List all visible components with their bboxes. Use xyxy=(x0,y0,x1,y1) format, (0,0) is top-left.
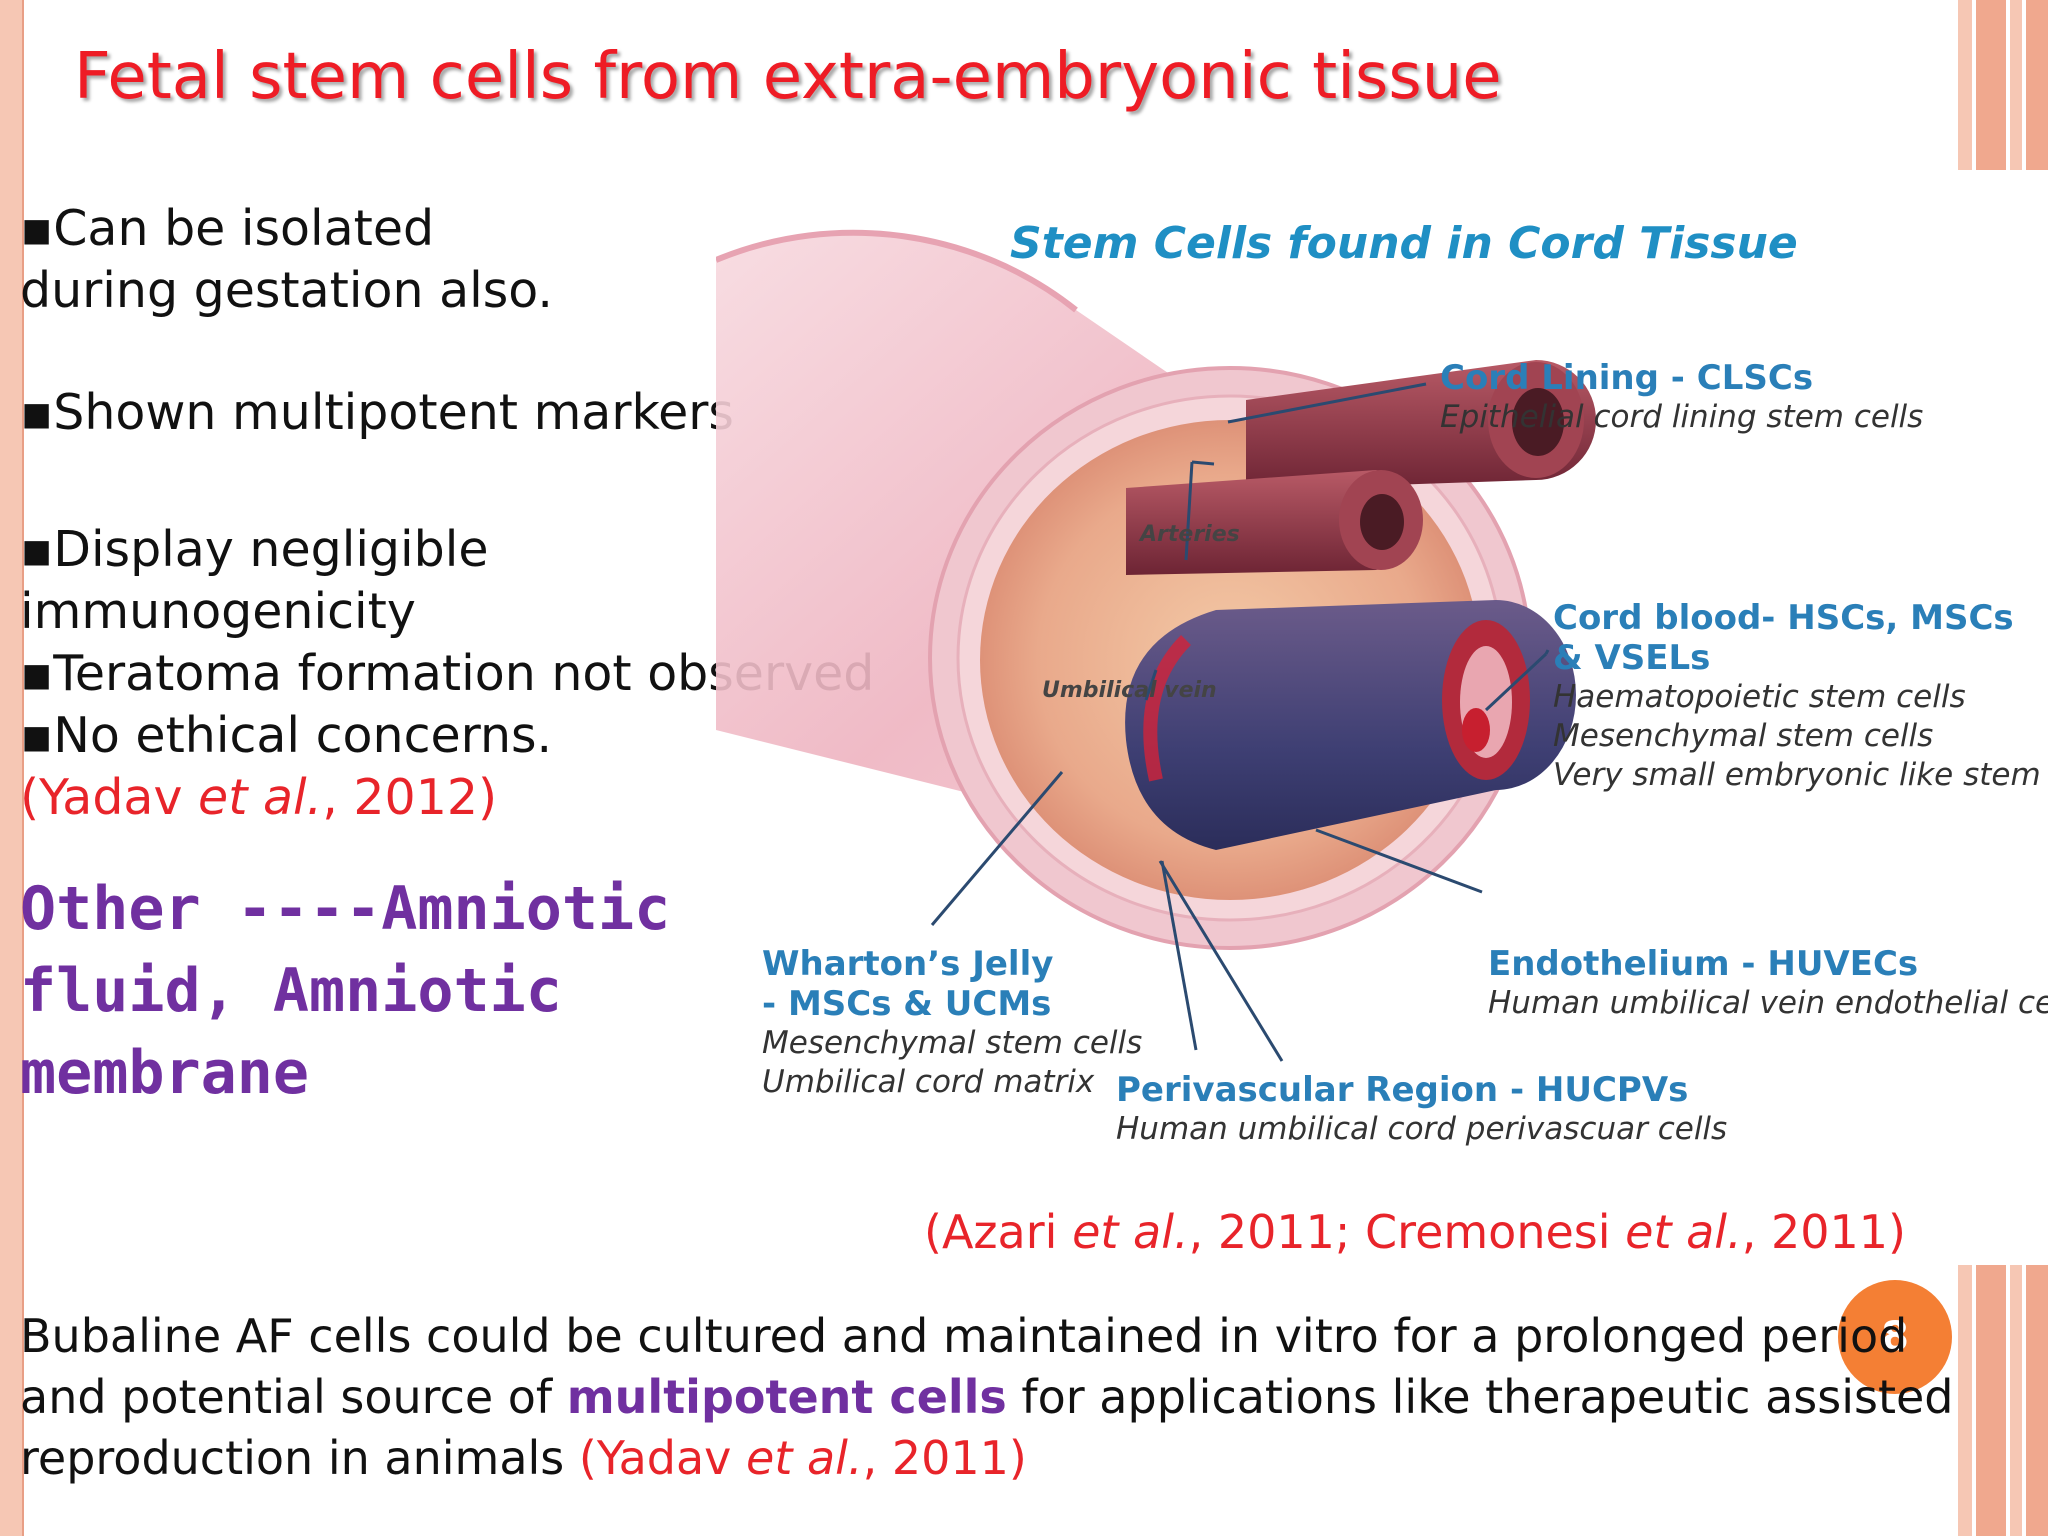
citation-text: , 2011; Cremonesi xyxy=(1188,1205,1626,1259)
citation-etal: et al. xyxy=(1625,1205,1742,1259)
label-subtext: Very small embryonic like stem cells xyxy=(1553,757,2048,793)
umbilical-vein-label: Umbilical vein xyxy=(1042,678,1217,703)
label-subtext: Epithelial cord lining stem cells xyxy=(1440,399,1924,435)
bullet-item: ▪Shown multipotent markers xyxy=(20,384,734,441)
label-subtext: Mesenchymal stem cells xyxy=(1553,718,1934,754)
umbilical-cord-illustration xyxy=(716,229,1596,1062)
bullet-item: ▪Display negligible immunogenicity xyxy=(20,521,489,640)
paragraph-text: for applications like therapeutic assist… xyxy=(20,1370,1954,1485)
label-perivascular-region: Perivascular Region - HUCPVs Human umbil… xyxy=(1116,1070,1727,1149)
citation-etal: et al. xyxy=(746,1431,863,1485)
label-endothelium: Endothelium - HUVECs Human umbilical vei… xyxy=(1488,944,2048,1023)
label-heading: Cord Lining - CLSCs xyxy=(1440,358,1814,398)
label-heading: Endothelium - HUVECs xyxy=(1488,944,1919,984)
citation-yadav-2012: (Yadav et al., 2012) xyxy=(20,767,880,829)
citation-azari-cremonesi: (Azari et al., 2011; Cremonesi et al., 2… xyxy=(924,1205,1906,1259)
citation-yadav-2011: (Yadav et al., 2011) xyxy=(579,1431,1027,1485)
label-whartons-jelly: Wharton’s Jelly - MSCs & UCMs Mesenchyma… xyxy=(762,944,1142,1102)
label-cord-lining: Cord Lining - CLSCs Epithelial cord lini… xyxy=(1440,358,1923,437)
label-heading: Cord blood- HSCs, MSCs xyxy=(1553,598,2014,638)
bullet-item: ▪Can be isolated during gestation also. xyxy=(20,200,553,319)
bottom-paragraph: Bubaline AF cells could be cultured and … xyxy=(20,1306,1970,1489)
page-number-badge: 8 xyxy=(1838,1280,1952,1394)
slide-right-border-top xyxy=(1958,0,2048,170)
label-heading: - MSCs & UCMs xyxy=(762,984,1052,1024)
label-subtext: Haematopoietic stem cells xyxy=(1553,679,1966,715)
slide-left-border xyxy=(0,0,22,1536)
slide-title: Fetal stem cells from extra-embryonic ti… xyxy=(74,40,1502,114)
slide-right-border-bottom xyxy=(1958,1265,2048,1536)
figure-title: Stem Cells found in Cord Tissue xyxy=(1010,218,1798,269)
paragraph-text: Bubaline AF cells could be cultured and … xyxy=(20,1309,1908,1424)
other-sources-heading: Other ----Amniotic fluid, Amniotic membr… xyxy=(20,874,671,1108)
label-subtext: Human umbilical cord perivascuar cells xyxy=(1116,1111,1728,1147)
citation-text: (Yadav xyxy=(578,1431,747,1485)
label-cord-blood: Cord blood- HSCs, MSCs & VSELs Haematopo… xyxy=(1553,598,2048,795)
arteries-label: Arteries xyxy=(1140,522,1240,547)
label-subtext: Mesenchymal stem cells xyxy=(762,1025,1143,1061)
label-heading: Wharton’s Jelly xyxy=(762,944,1054,984)
bullet-item: ▪No ethical concerns. xyxy=(20,707,553,764)
citation-text: (Yadav xyxy=(20,769,199,826)
citation-text: (Azari xyxy=(924,1205,1073,1259)
label-heading: Perivascular Region - HUCPVs xyxy=(1116,1070,1689,1110)
label-heading: & VSELs xyxy=(1553,638,1711,678)
citation-text: , 2012) xyxy=(322,769,498,826)
citation-etal: et al. xyxy=(1072,1205,1189,1259)
citation-etal: et al. xyxy=(198,769,323,826)
label-subtext: Umbilical cord matrix xyxy=(762,1064,1095,1100)
highlight-multipotent-cells: multipotent cells xyxy=(566,1370,1007,1424)
label-subtext: Human umbilical vein endothelial cells xyxy=(1488,985,2048,1021)
citation-text: , 2011) xyxy=(862,1431,1027,1485)
citation-text: , 2011) xyxy=(1741,1205,1906,1259)
slide-left-border-line xyxy=(22,0,24,1536)
